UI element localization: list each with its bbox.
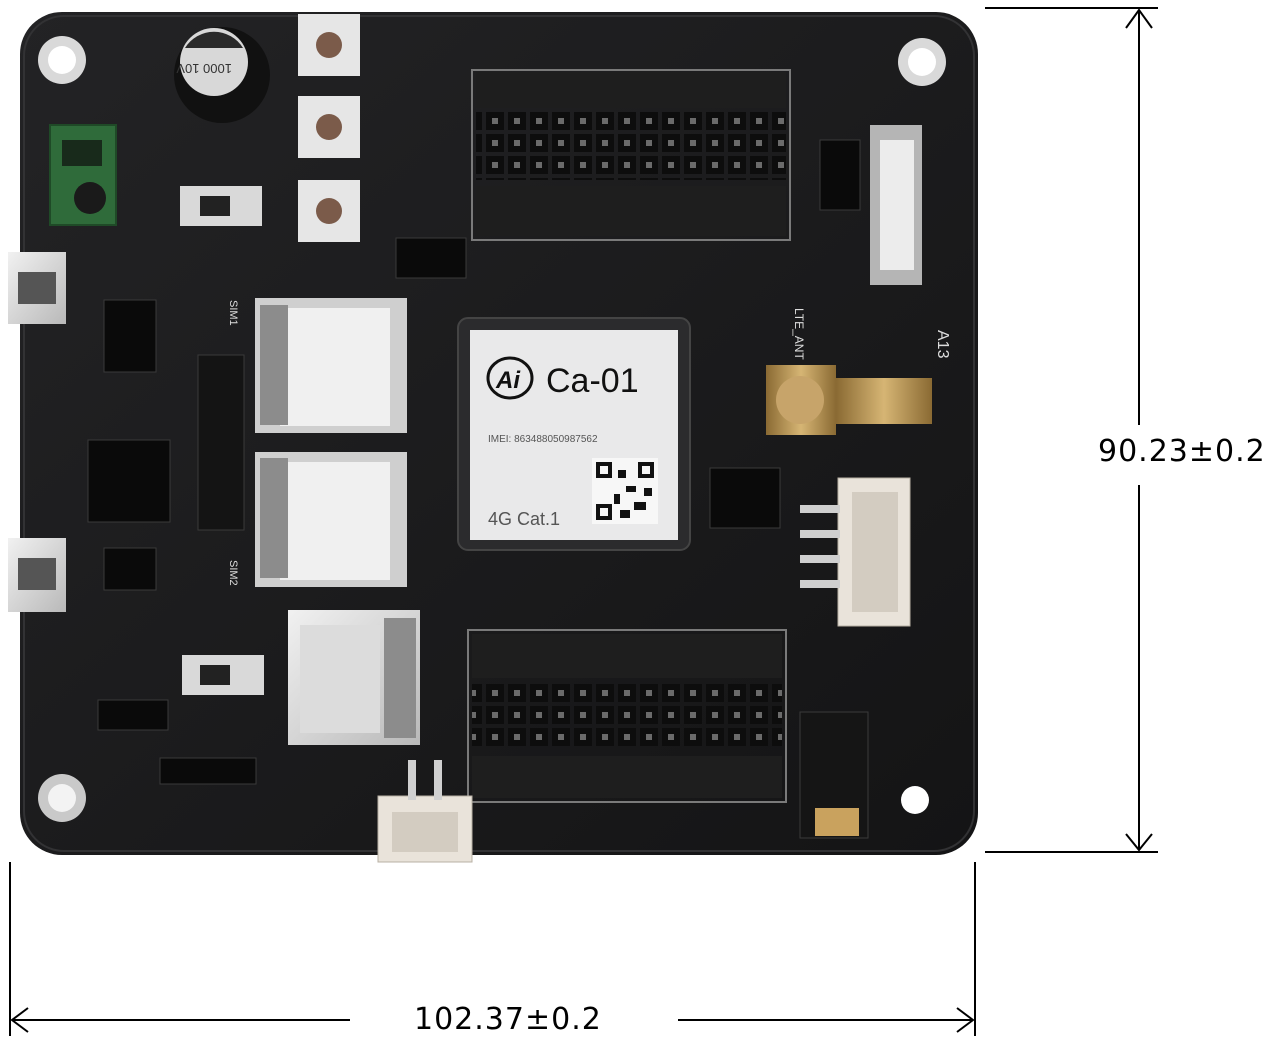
dcdc-module	[49, 124, 117, 226]
mounting-holes	[38, 36, 946, 822]
bottom-pin-header	[467, 629, 787, 803]
sma-antenna-connector	[766, 365, 932, 435]
top-pin-header	[471, 69, 791, 241]
slide-switch-top	[180, 186, 262, 226]
svg-text:1000 10V: 1000 10V	[176, 61, 232, 76]
side-pin-header	[197, 354, 245, 531]
pcb-edge	[23, 15, 975, 852]
slide-switch-bottom	[182, 655, 264, 695]
module-category: 4G Cat.1	[488, 509, 560, 529]
brand-logo	[486, 356, 534, 400]
sim-slot-1	[255, 298, 407, 433]
module-model: Ca-01	[546, 362, 639, 400]
antenna-label: LTE_ANT	[792, 308, 806, 360]
electrolytic-capacitor: 1000 10V	[174, 27, 270, 123]
qr-code	[592, 458, 658, 524]
height-dimension-label: 90.23±0.2	[1098, 434, 1266, 469]
width-dimension	[9, 862, 976, 1036]
module-imei: IMEI: 863488050987562	[488, 434, 598, 445]
push-buttons	[298, 14, 360, 242]
jst-connector-2pin	[377, 760, 473, 863]
jst-connector-5pin	[800, 477, 911, 627]
audio-jack	[799, 711, 869, 839]
micro-usb-ports	[8, 252, 66, 612]
height-dimension	[985, 7, 1158, 853]
board-label: A13	[934, 330, 951, 359]
width-dimension-label: 102.37±0.2	[414, 1002, 602, 1037]
brand-logo-text: Ai	[495, 367, 521, 394]
sim-slot-2	[255, 452, 407, 587]
smd-components	[87, 139, 861, 785]
fpc-connector	[870, 125, 922, 285]
sim1-label: SIM1	[227, 300, 239, 326]
microsd-slot	[288, 610, 420, 745]
sim2-label: SIM2	[227, 560, 239, 586]
